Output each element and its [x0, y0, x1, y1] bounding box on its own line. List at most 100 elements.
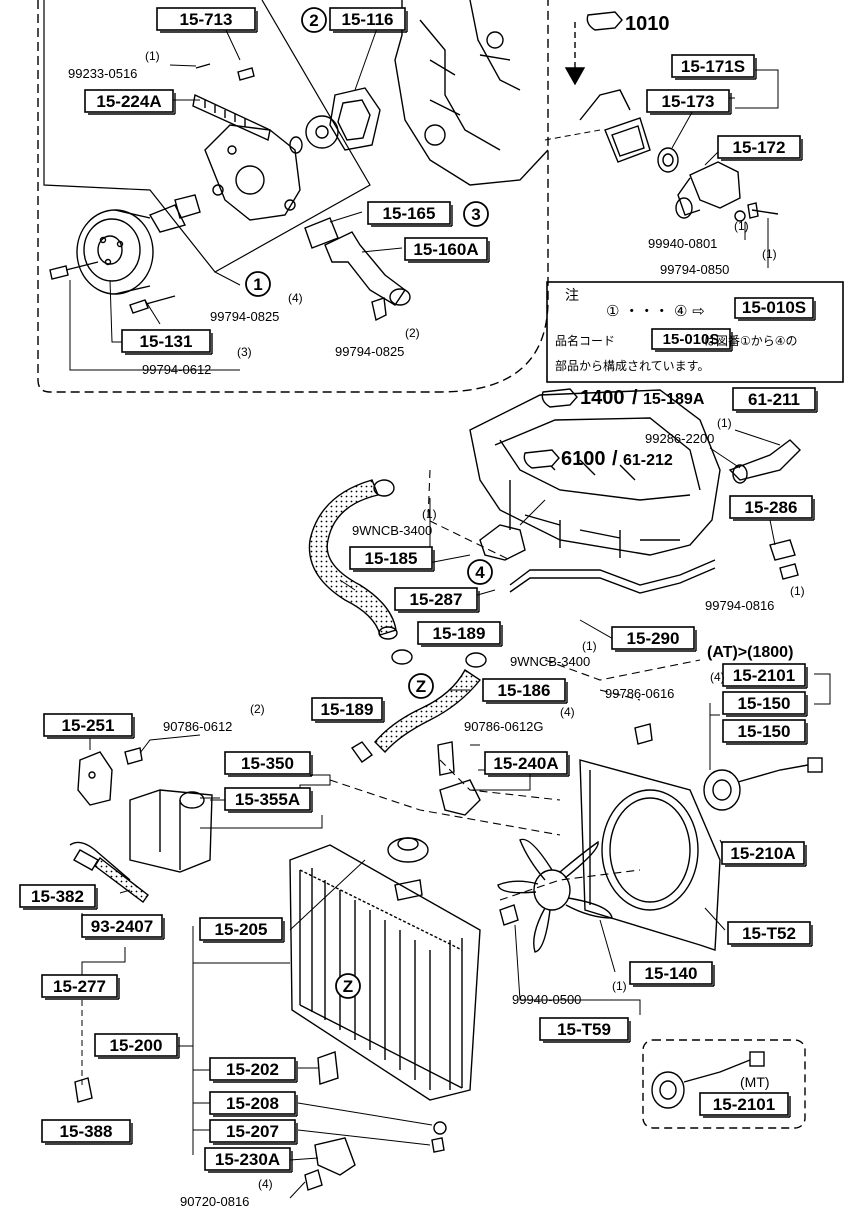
ref-6100-text[interactable]: 6100 [561, 448, 606, 470]
part-label-15-355a[interactable]: 15-355A [224, 787, 313, 813]
part-label-15-189[interactable]: 15-189 [417, 621, 503, 647]
ref-1010-text[interactable]: 1010 [625, 13, 670, 35]
part-number-99794-0825[interactable]: 99794-0825 [335, 344, 404, 359]
ref-1400-text[interactable]: 1400 [580, 387, 625, 409]
bolt-15-207 [431, 1137, 445, 1153]
part-label-15-202[interactable]: 15-202 [209, 1057, 298, 1083]
part-label-frame [722, 663, 806, 687]
part-label-15-172[interactable]: 15-172 [717, 135, 803, 161]
quantity-label: (1) [790, 584, 805, 598]
part-label-frame [209, 1057, 296, 1081]
part-label-text: 15-2101 [713, 1095, 775, 1114]
part-label-text: 15-286 [745, 498, 798, 517]
quantity-label: (4) [560, 705, 575, 719]
part-number-90720-0816[interactable]: 90720-0816 [180, 1194, 249, 1209]
part-number-99233-0516[interactable]: 99233-0516 [68, 66, 137, 81]
part-label-15-208[interactable]: 15-208 [209, 1091, 298, 1117]
part-label-93-2407[interactable]: 93-2407 [81, 914, 165, 940]
part-label-frame [349, 546, 433, 570]
part-number-99786-0616[interactable]: 99786-0616 [605, 686, 674, 701]
quantities: (1)(1)(1)(4)(2)(3)(1)(1)(1)(1)(4)(2)(4)(… [145, 49, 805, 1191]
note-line3: 部品から構成されています。 [555, 358, 709, 373]
part-number-9wncb-3400[interactable]: 9WNCB-3400 [510, 654, 590, 669]
part-label-frame [394, 587, 478, 611]
part-label-15-251[interactable]: 15-251 [43, 713, 135, 739]
part-label-frame [722, 691, 806, 715]
part-label-15-185[interactable]: 15-185 [349, 546, 435, 572]
variant-at-1800: (AT)>(1800) [707, 644, 793, 661]
inlet-pipe-15-160A [324, 231, 411, 306]
pump-gasket-15-116 [329, 87, 381, 151]
part-label-61-211[interactable]: 61-211 [732, 387, 818, 413]
part-label-15-240a[interactable]: 15-240A [484, 751, 570, 777]
part-number-99794-0816[interactable]: 99794-0816 [705, 598, 774, 613]
part-label-boxes: 15-713 15-116 15-224A 15-171S 15-173 15-172 15… [19, 7, 818, 1173]
part-label-15-224a[interactable]: 15-224A [84, 89, 176, 115]
part-label-text: 15-287 [410, 590, 463, 609]
part-label-15-713[interactable]: 15-713 [156, 7, 258, 33]
part-number-99794-0612[interactable]: 99794-0612 [142, 362, 211, 377]
part-label-15-388[interactable]: 15-388 [41, 1119, 133, 1145]
part-label-frame [94, 1033, 178, 1057]
circled-marker-4: 4 [467, 559, 493, 585]
part-label-text: 15-150 [738, 694, 791, 713]
bypass-pipe-15-290 [509, 559, 716, 586]
bolt-90786-0612 [124, 747, 143, 765]
part-number-99794-0825[interactable]: 99794-0825 [210, 309, 279, 324]
part-label-frame [224, 787, 311, 811]
part-label-frame [727, 921, 811, 945]
part-label-15-200[interactable]: 15-200 [94, 1033, 180, 1059]
part-label-15-277[interactable]: 15-277 [41, 974, 120, 1000]
part-number-9wncb-3400[interactable]: 9WNCB-3400 [352, 523, 432, 538]
part-label-15-171s[interactable]: 15-171S [671, 54, 757, 80]
part-label-15-173[interactable]: 15-173 [646, 89, 732, 115]
part-label-15-382[interactable]: 15-382 [19, 884, 98, 910]
part-label-text: 15-224A [96, 92, 161, 111]
part-label-15-186[interactable]: 15-186 [482, 678, 568, 704]
part-label-15-010s[interactable]: 15-010S [734, 297, 816, 321]
part-label-15-286[interactable]: 15-286 [729, 495, 815, 521]
part-label-15-150[interactable]: 15-150 [722, 719, 808, 745]
part-number-99286-2200[interactable]: 99286-2200 [645, 431, 714, 446]
part-number-99794-0850[interactable]: 99794-0850 [660, 262, 729, 277]
part-label-15-230a[interactable]: 15-230A [204, 1147, 293, 1173]
note-line2-a: 品名コード [555, 333, 615, 348]
ref-61-212-text[interactable]: 61-212 [623, 452, 673, 469]
fan-shroud-15-210A [579, 759, 721, 951]
part-label-15-189[interactable]: 15-189 [311, 697, 385, 723]
part-label-text: 15-185 [365, 549, 418, 568]
part-label-15-131[interactable]: 15-131 [121, 329, 213, 355]
part-number-90786-0612[interactable]: 90786-0612 [163, 719, 232, 734]
part-number-99940-0801[interactable]: 99940-0801 [648, 236, 717, 251]
pointing-hand-icon [586, 11, 623, 31]
part-label-15-2101[interactable]: 15-2101 [722, 663, 808, 689]
part-label-15-160a[interactable]: 15-160A [404, 237, 490, 263]
part-label-15-165[interactable]: 15-165 [367, 201, 453, 227]
part-label-15-116[interactable]: 15-116 [329, 7, 408, 33]
bolt-99794-0825 [371, 297, 387, 322]
part-number-99940-0500[interactable]: 99940-0500 [512, 992, 581, 1007]
marker-circle [301, 7, 327, 33]
part-label-15-205[interactable]: 15-205 [199, 917, 285, 943]
part-label-frame [204, 1147, 291, 1171]
part-number-90786-0612g[interactable]: 90786-0612G [464, 719, 544, 734]
bypass-pipe-15-290-b [509, 567, 716, 594]
part-label-15-t59[interactable]: 15-T59 [539, 1017, 631, 1043]
part-label-15-207[interactable]: 15-207 [209, 1119, 298, 1145]
part-label-15-210a[interactable]: 15-210A [721, 841, 807, 867]
part-label-15-2101[interactable]: 15-2101 [699, 1092, 791, 1118]
part-label-15-287[interactable]: 15-287 [394, 587, 480, 613]
part-label-text: 61-211 [748, 390, 800, 409]
ref-15-189A-text[interactable]: 15-189A [643, 391, 705, 408]
part-label-text: 15-355A [235, 790, 300, 809]
note-range: ① ・・・ ④ ⇨ [606, 302, 705, 320]
part-label-15-t52[interactable]: 15-T52 [727, 921, 813, 947]
water-outlet [479, 524, 526, 561]
marker-circle [463, 201, 489, 227]
part-label-15-140[interactable]: 15-140 [629, 961, 715, 987]
part-label-15-010s[interactable]: 15-010S [651, 328, 733, 352]
part-label-15-290[interactable]: 15-290 [611, 626, 697, 652]
part-label-15-150[interactable]: 15-150 [722, 691, 808, 717]
part-label-15-350[interactable]: 15-350 [224, 751, 313, 777]
